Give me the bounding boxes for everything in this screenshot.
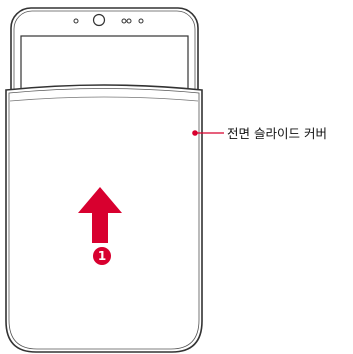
front-slide-cover-label: 전면 슬라이드 커버 [227,126,327,141]
sensor-dot-icon [126,18,132,24]
step-number-badge: 1 [93,247,111,265]
camera-icon [92,13,106,27]
sensor-dot-icon [121,18,127,24]
cover-top-crease [9,96,199,102]
sensor-dot-icon [138,18,144,24]
front-slide-cover-inner-edge [8,88,200,350]
sensor-dot-icon [73,18,79,24]
up-arrow-icon [78,187,122,243]
